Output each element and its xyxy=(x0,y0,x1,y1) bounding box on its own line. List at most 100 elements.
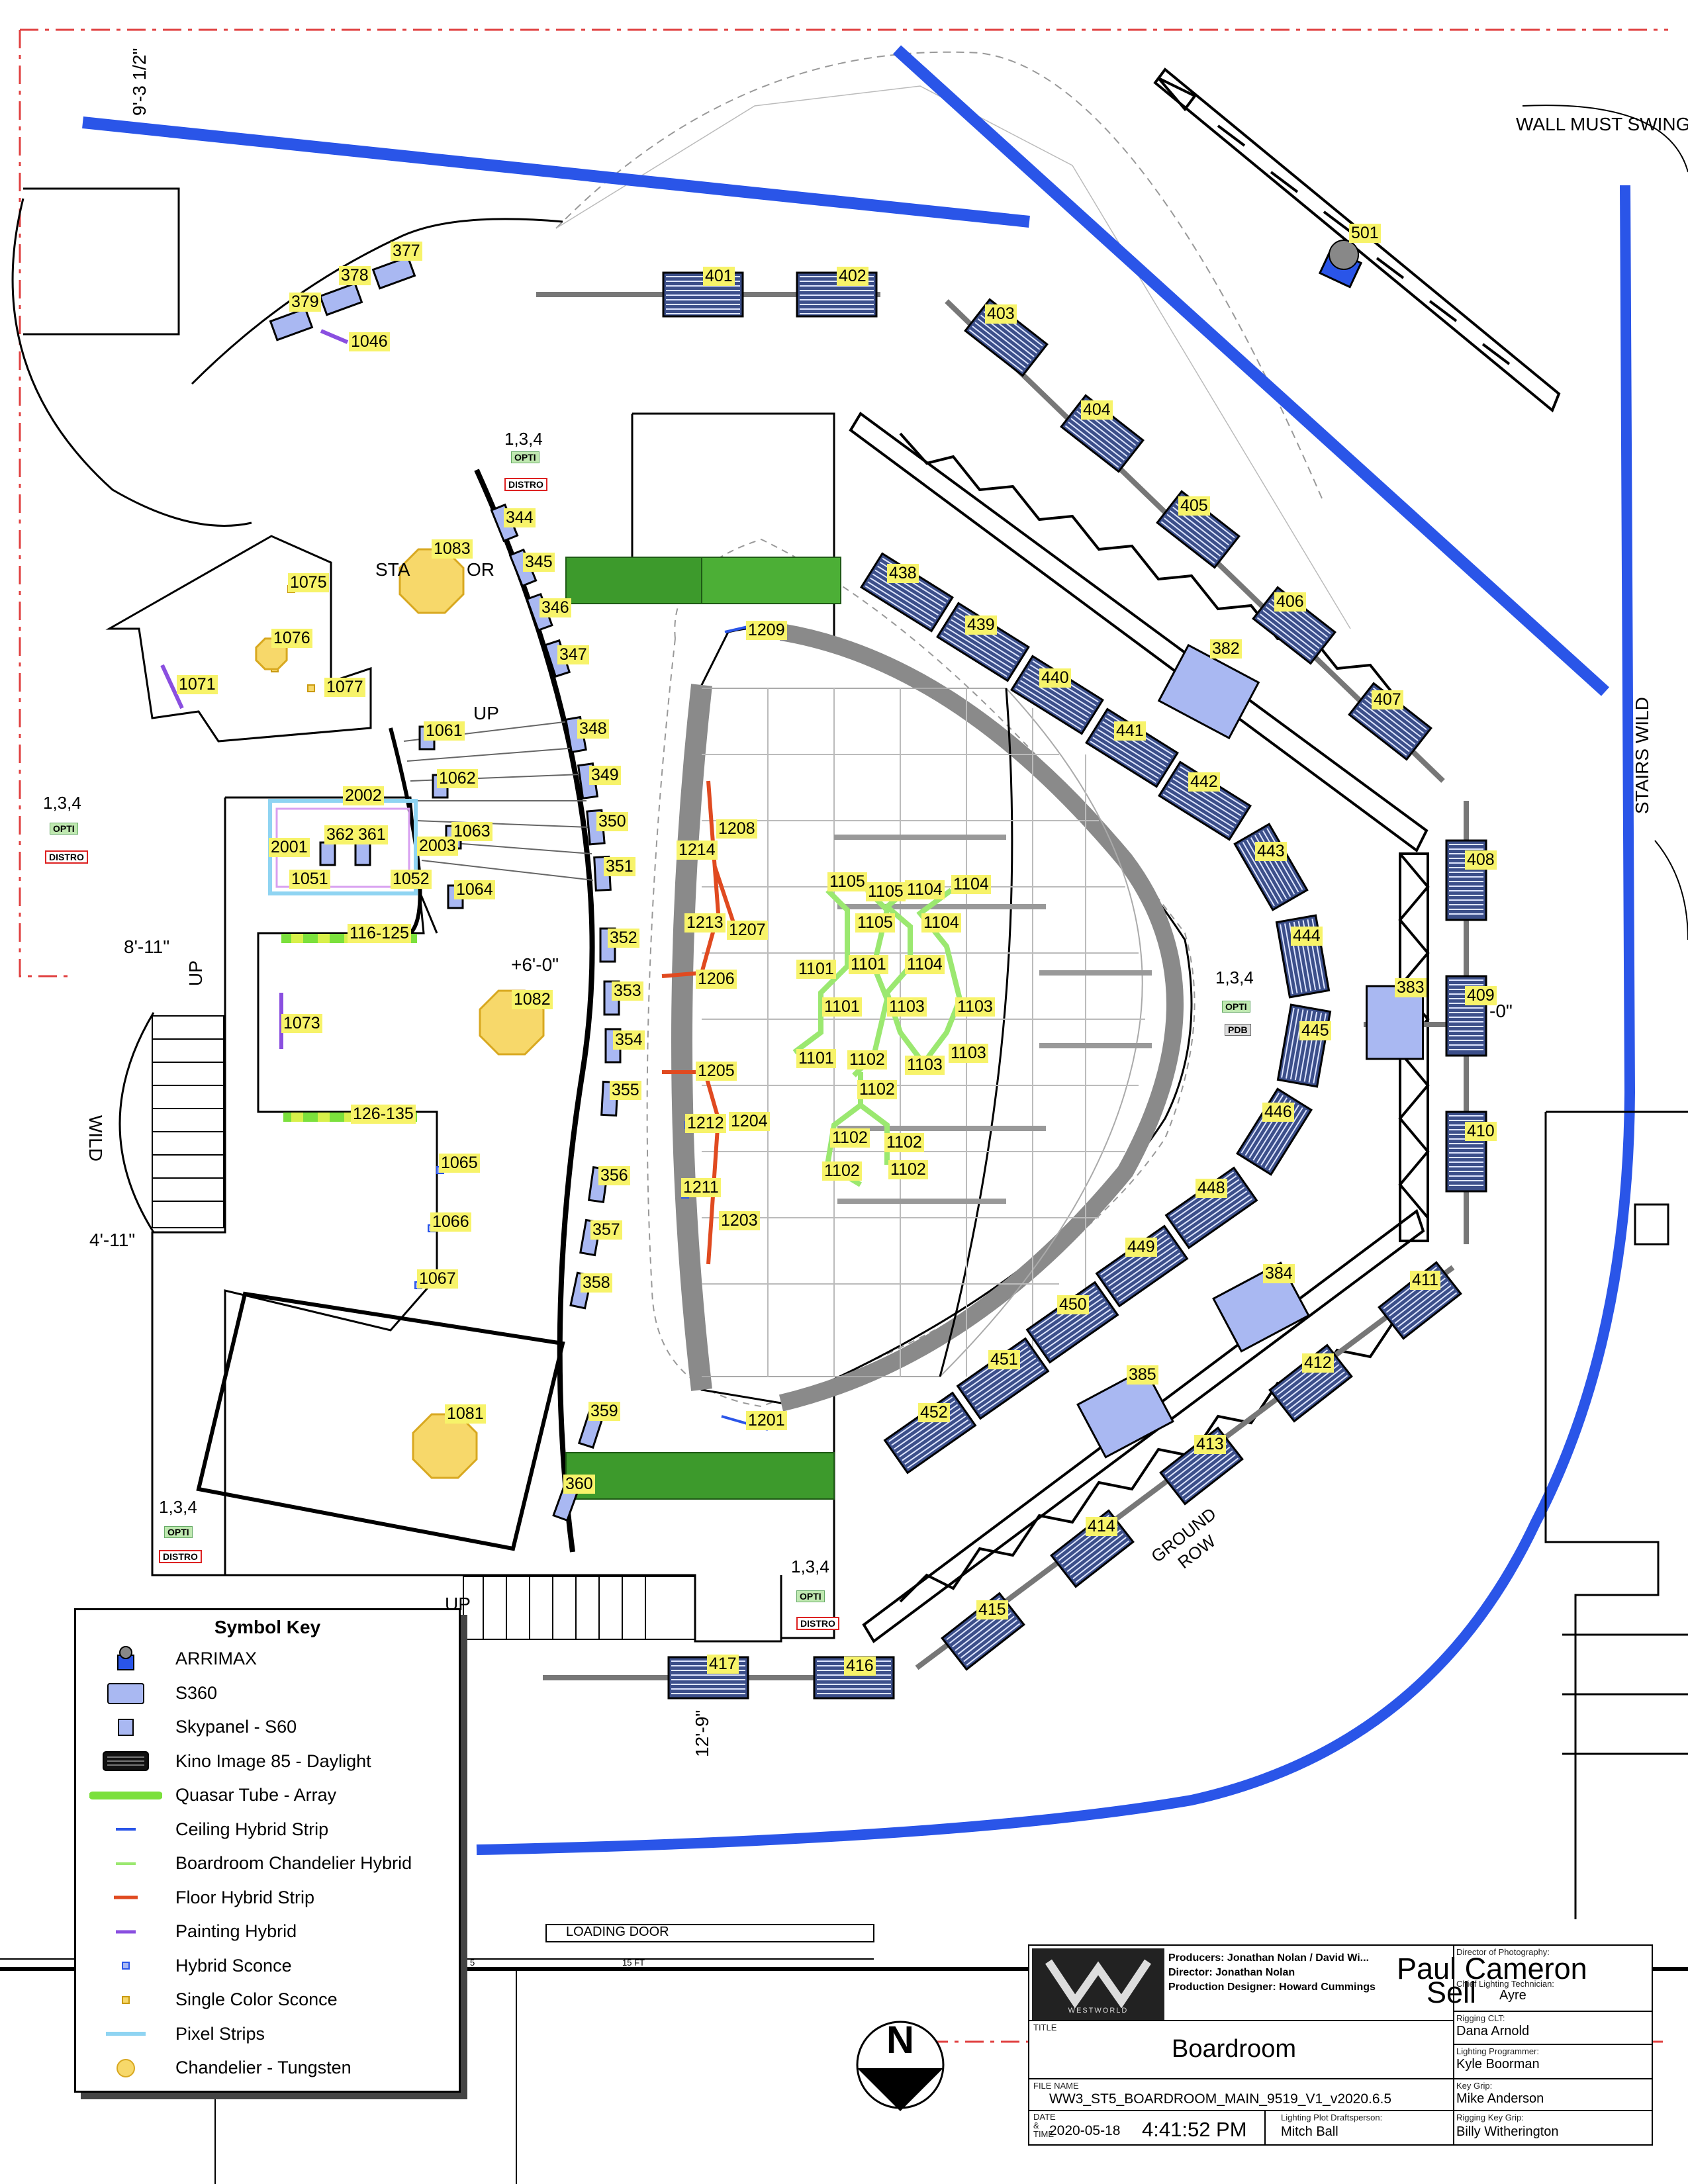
symbol-key-label: Hybrid Sconce xyxy=(175,1955,292,1976)
dimension-note: UP xyxy=(473,703,499,723)
fixture-label: 408 xyxy=(1465,850,1497,870)
fixture-label: 382 xyxy=(1210,639,1242,659)
fixture-label: 403 xyxy=(985,304,1017,324)
fixture-label: 1061 xyxy=(424,721,465,741)
pdb-tag: PDB xyxy=(1225,1024,1251,1036)
fixture-label: 444 xyxy=(1291,927,1323,946)
symbol-key-label: Quasar Tube - Array xyxy=(175,1785,337,1805)
fixture-label: 359 xyxy=(588,1402,620,1421)
fixture-label: 347 xyxy=(557,645,589,664)
fixture-label: 1071 xyxy=(177,675,218,694)
fixture-label: 438 xyxy=(887,564,919,583)
symbol-key-label: ARRIMAX xyxy=(175,1649,258,1669)
fixture-label: 1081 xyxy=(445,1404,486,1424)
opti-tag: OPTI xyxy=(164,1526,193,1538)
fixture-label: 1051 xyxy=(289,870,330,889)
fixture-label: 411 xyxy=(1410,1271,1440,1290)
dimension-note: 9'-3 1/2" xyxy=(129,48,150,116)
single-sconce xyxy=(307,684,315,692)
fixture-label: 1077 xyxy=(324,678,365,697)
fixture-label: 384 xyxy=(1263,1264,1295,1283)
fixture-label: 451 xyxy=(988,1350,1020,1369)
draftsperson-caption: Lighting Plot Draftsperson: xyxy=(1281,2113,1383,2122)
keygrip-name: Mike Anderson xyxy=(1456,2091,1544,2106)
fixture-label: 412 xyxy=(1302,1353,1334,1373)
fixture-label: 1212 xyxy=(685,1114,726,1133)
fixture-label: 1075 xyxy=(288,573,329,592)
director: Director: Jonathan Nolan xyxy=(1168,1967,1295,1978)
fixture-label: 1208 xyxy=(716,819,757,839)
production-designer: Production Designer: Howard Cummings xyxy=(1168,1981,1376,1993)
symbol-key-row: Hybrid Sconce xyxy=(76,1949,459,1983)
symbol-key-label: Boardroom Chandelier Hybrid xyxy=(175,1853,412,1874)
pixel-strip-icon xyxy=(76,2019,175,2048)
fixture-label: 409 xyxy=(1465,986,1497,1005)
fixture-label: 1105 xyxy=(827,872,867,891)
fixture-label: 441 xyxy=(1114,721,1146,741)
fixture-label: 1102 xyxy=(822,1161,862,1181)
plot-title: Boardroom xyxy=(1172,2035,1296,2063)
fixture-label: 1102 xyxy=(857,1080,897,1099)
arrimax-head xyxy=(1329,240,1359,270)
chandelier-hybrid-icon xyxy=(76,1849,175,1878)
programmer-name: Kyle Boorman xyxy=(1456,2057,1540,2071)
fixture-label: 1203 xyxy=(719,1211,760,1230)
dimension-note: UP xyxy=(185,960,206,986)
hybrid-sconce-icon xyxy=(76,1951,175,1980)
fixture-label: 1066 xyxy=(430,1212,471,1232)
fixture-label: 1104 xyxy=(921,913,961,933)
skypanel-fixture xyxy=(319,841,336,866)
dop-name: Paul Cameron xyxy=(1397,1952,1587,1985)
fixture-label: 379 xyxy=(289,293,321,312)
opti-tag: OPTI xyxy=(1222,1001,1250,1013)
dimension-note: STAIRS WILD xyxy=(1632,697,1652,814)
ceiling-strip-icon xyxy=(76,1815,175,1844)
truss-top-right xyxy=(1153,68,1561,413)
fixture-label: 378 xyxy=(339,266,371,285)
fixture-label: 353 xyxy=(612,981,643,1001)
fixture-label: 1067 xyxy=(417,1269,458,1289)
title-block: WESTWORLD Producers: Jonathan Nolan / Da… xyxy=(1028,1944,1653,2146)
fixture-label: 1103 xyxy=(887,997,927,1017)
dimension-note: 4'-11" xyxy=(89,1230,136,1250)
fixture-label: 1102 xyxy=(847,1050,887,1069)
floor-strip-icon xyxy=(76,1883,175,1912)
fixture-label: 377 xyxy=(391,242,422,261)
stairs-lower xyxy=(152,1015,696,1640)
gaffer-name: Ayre xyxy=(1499,1988,1526,2003)
filename: WW3_ST5_BOARDROOM_MAIN_9519_V1_v2020.6.5 xyxy=(1049,2091,1392,2107)
fixture-label: 1082 xyxy=(512,990,553,1009)
kino-fixture xyxy=(1025,1281,1119,1364)
symbol-key-label: Chandelier - Tungsten xyxy=(175,2058,352,2078)
skypanel-fixture xyxy=(318,282,363,316)
fixture-label: 402 xyxy=(837,267,868,286)
fixture-label: 355 xyxy=(610,1081,641,1100)
fixture-label: 445 xyxy=(1299,1021,1331,1040)
fixture-label: 452 xyxy=(918,1403,950,1422)
kino-fixture xyxy=(1164,1166,1258,1250)
skypanel-fixture xyxy=(354,841,371,866)
symbol-key-row: Boardroom Chandelier Hybrid xyxy=(76,1846,459,1881)
fixture-label: 2002 xyxy=(343,786,384,805)
dimension-note: +6'-0" xyxy=(511,954,559,975)
programmer-caption: Lighting Programmer: xyxy=(1456,2046,1539,2056)
kino-fixture xyxy=(1276,1003,1332,1088)
symbol-key-row: S360 xyxy=(76,1676,459,1711)
fixture-label: 404 xyxy=(1081,400,1113,420)
loading-door-label: LOADING DOOR xyxy=(566,1925,669,1939)
blue-ceiling-bar-2 xyxy=(892,45,1610,696)
kino-fixture xyxy=(1236,1087,1313,1176)
symbol-key-label: Ceiling Hybrid Strip xyxy=(175,1819,329,1839)
westworld-logo-icon xyxy=(1045,1959,1151,2009)
date-caption: DATE & TIME xyxy=(1033,2112,1056,2139)
symbol-key-label: Single Color Sconce xyxy=(175,1989,338,2010)
single-sconce-icon xyxy=(76,1985,175,2015)
fixture-label: 360 xyxy=(563,1475,595,1494)
fixture-label: 345 xyxy=(523,553,555,572)
kino-fixture xyxy=(1158,760,1252,841)
kino-fixture xyxy=(1010,655,1104,735)
rigging-clt-caption: Rigging CLT: xyxy=(1456,2013,1505,2023)
ceiling-arc xyxy=(555,51,1325,504)
distro-tag: DISTRO xyxy=(45,850,88,864)
